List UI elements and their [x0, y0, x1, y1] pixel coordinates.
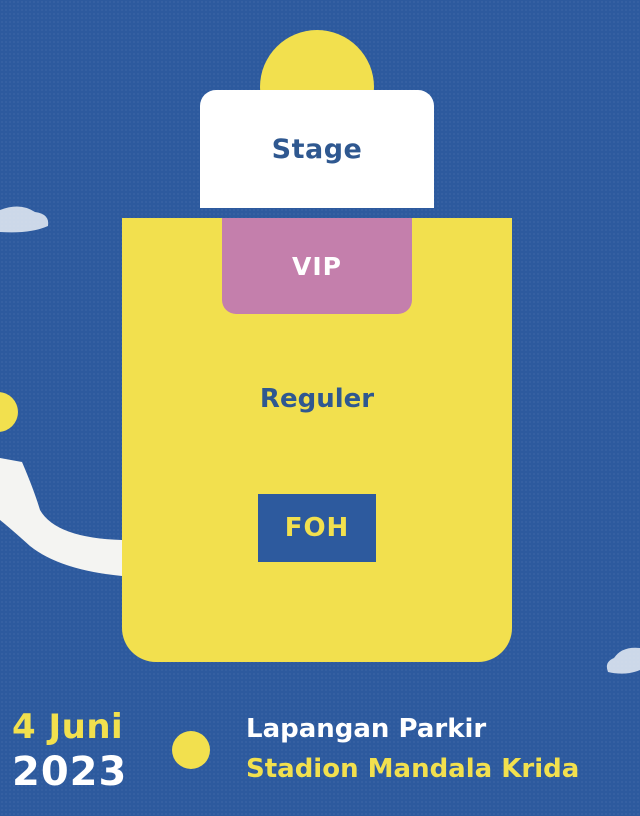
reguler-label: Reguler: [259, 384, 375, 414]
vip-label: VIP: [292, 251, 342, 281]
venue-line-1: Lapangan Parkir: [246, 714, 487, 744]
foh-label: FOH: [284, 513, 350, 543]
vip-area[interactable]: VIP: [222, 218, 412, 314]
left-circle-decoration: [0, 392, 18, 432]
cloud-left-decoration: [0, 206, 49, 233]
date-separator-dot: [172, 731, 210, 769]
ribbon-decoration: [0, 458, 122, 576]
stage-area[interactable]: Stage: [200, 90, 434, 208]
event-date-day: 4 Juni: [12, 707, 124, 747]
stage-label: Stage: [271, 133, 363, 165]
venue-line-2: Stadion Mandala Krida: [246, 754, 580, 784]
cloud-right-decoration: [606, 647, 640, 674]
event-date-year: 2023: [12, 749, 128, 795]
foh-area[interactable]: FOH: [258, 494, 376, 562]
